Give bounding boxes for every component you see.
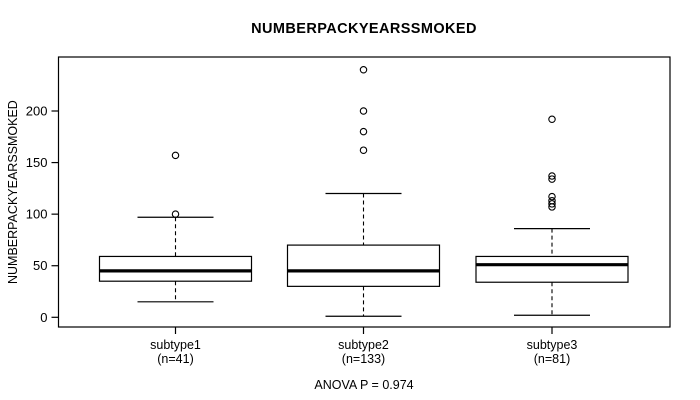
outlier-point xyxy=(171,210,180,218)
y-tick-label: 200 xyxy=(26,104,48,119)
x-group-label: subtype3 xyxy=(527,338,578,352)
outlier-point xyxy=(548,175,556,183)
outlier-point xyxy=(359,127,368,136)
y-tick-label: 150 xyxy=(26,155,48,170)
anova-p-annotation: ANOVA P = 0.974 xyxy=(314,378,414,392)
iqr-box xyxy=(475,255,629,283)
outlier-point xyxy=(548,200,556,208)
x-group-sublabel: (n=133) xyxy=(342,352,385,366)
y-tick-label: 50 xyxy=(33,258,47,273)
x-group-label: subtype2 xyxy=(338,338,389,352)
outlier-point xyxy=(548,192,556,201)
outlier-point xyxy=(359,107,368,115)
plot-border xyxy=(57,56,671,328)
outlier-point xyxy=(359,146,368,154)
outlier-point xyxy=(548,196,556,205)
outlier-point xyxy=(548,115,556,124)
iqr-box xyxy=(98,255,253,282)
outlier-point xyxy=(548,172,556,180)
x-group-label: subtype1 xyxy=(150,338,201,352)
x-group-sublabel: (n=41) xyxy=(157,352,193,366)
iqr-box xyxy=(286,244,441,287)
y-tick-label: 0 xyxy=(40,310,47,325)
x-group-sublabel: (n=81) xyxy=(534,352,570,366)
y-tick-label: 100 xyxy=(26,207,48,222)
outlier-point xyxy=(359,65,368,74)
outlier-point xyxy=(171,151,180,160)
chart-title: NUMBERPACKYEARSSMOKED xyxy=(251,21,477,37)
